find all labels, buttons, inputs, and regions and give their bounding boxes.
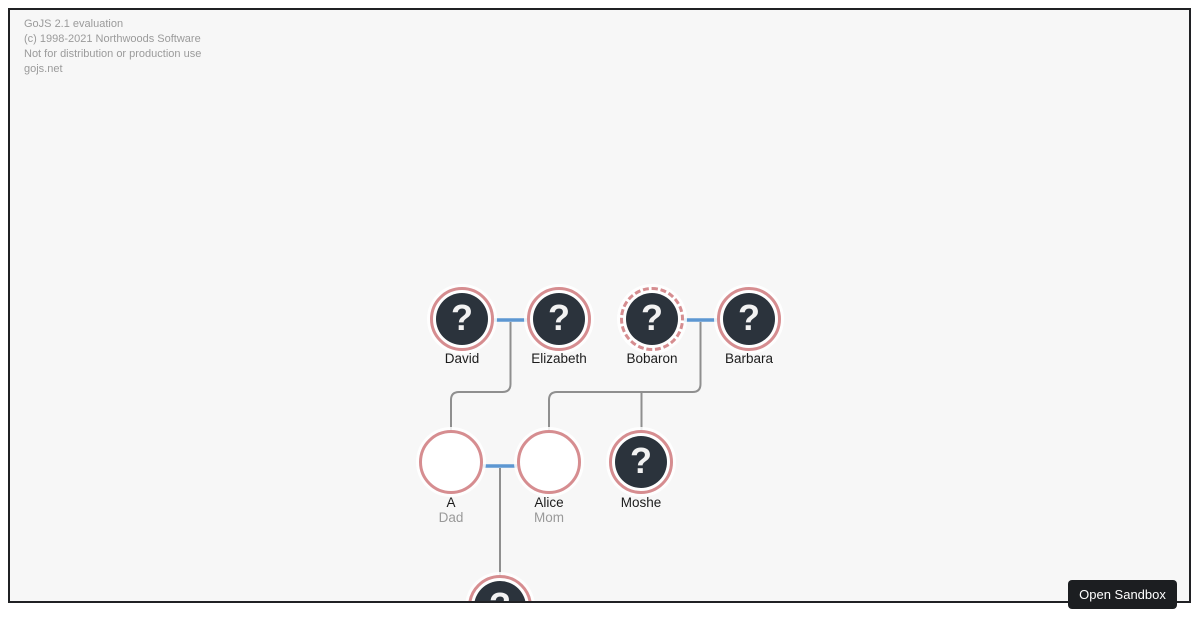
unknown-person-disc: ? bbox=[533, 293, 585, 345]
watermark-line: Not for distribution or production use bbox=[24, 48, 202, 60]
person-node-david[interactable]: ? bbox=[430, 287, 494, 351]
node-ring: ? bbox=[468, 575, 532, 602]
evaluation-watermark: GoJS 2.1 evaluation (c) 1998-2021 Northw… bbox=[24, 17, 201, 77]
node-ring: ? bbox=[717, 287, 781, 351]
node-ring: ? bbox=[430, 287, 494, 351]
unknown-person-disc: ? bbox=[626, 293, 678, 345]
unknown-person-disc: ? bbox=[436, 293, 488, 345]
question-mark-icon: ? bbox=[489, 588, 511, 602]
question-mark-icon: ? bbox=[641, 297, 663, 338]
unknown-person-disc: ? bbox=[723, 293, 775, 345]
question-mark-icon: ? bbox=[548, 297, 570, 338]
node-ring: ? bbox=[527, 287, 591, 351]
diagram-frame[interactable]: GoJS 2.1 evaluation (c) 1998-2021 Northw… bbox=[8, 8, 1191, 603]
person-name: Alice bbox=[534, 495, 564, 510]
question-mark-icon: ? bbox=[738, 297, 760, 338]
person-name: Barbara bbox=[724, 351, 774, 366]
person-node-a[interactable] bbox=[419, 430, 483, 494]
watermark-line: (c) 1998-2021 Northwoods Software bbox=[24, 33, 201, 45]
person-name: Moshe bbox=[620, 495, 662, 510]
family-links bbox=[450, 318, 717, 576]
question-mark-icon: ? bbox=[630, 440, 652, 481]
node-ring-dashed: ? bbox=[620, 287, 684, 351]
person-node-elizabeth[interactable]: ? bbox=[527, 287, 591, 351]
person-name: Bobaron bbox=[626, 351, 678, 366]
parent-child-link-to-alice[interactable] bbox=[548, 322, 702, 431]
person-node-alice[interactable] bbox=[517, 430, 581, 494]
person-name: A bbox=[446, 495, 456, 510]
person-attribute: Dad bbox=[438, 510, 464, 525]
question-mark-icon: ? bbox=[451, 297, 473, 338]
parent-child-link-to-a[interactable] bbox=[450, 322, 512, 431]
person-name: David bbox=[444, 351, 480, 366]
open-sandbox-button[interactable]: Open Sandbox bbox=[1068, 580, 1177, 609]
person-node-bobaron[interactable]: ? bbox=[620, 287, 684, 351]
diagram-canvas[interactable]: GoJS 2.1 evaluation (c) 1998-2021 Northw… bbox=[10, 10, 1189, 602]
node-ring bbox=[419, 430, 483, 494]
person-node-child[interactable]: ? bbox=[468, 575, 532, 602]
person-name: Elizabeth bbox=[531, 351, 587, 366]
person-node-barbara[interactable]: ? bbox=[717, 287, 781, 351]
watermark-line: GoJS 2.1 evaluation bbox=[24, 18, 124, 30]
unknown-person-disc: ? bbox=[474, 581, 526, 602]
unknown-person-disc: ? bbox=[615, 436, 667, 488]
person-attribute: Mom bbox=[534, 510, 564, 525]
watermark-line: gojs.net bbox=[24, 63, 63, 75]
person-node-moshe[interactable]: ? bbox=[609, 430, 673, 494]
node-ring: ? bbox=[609, 430, 673, 494]
node-ring bbox=[517, 430, 581, 494]
